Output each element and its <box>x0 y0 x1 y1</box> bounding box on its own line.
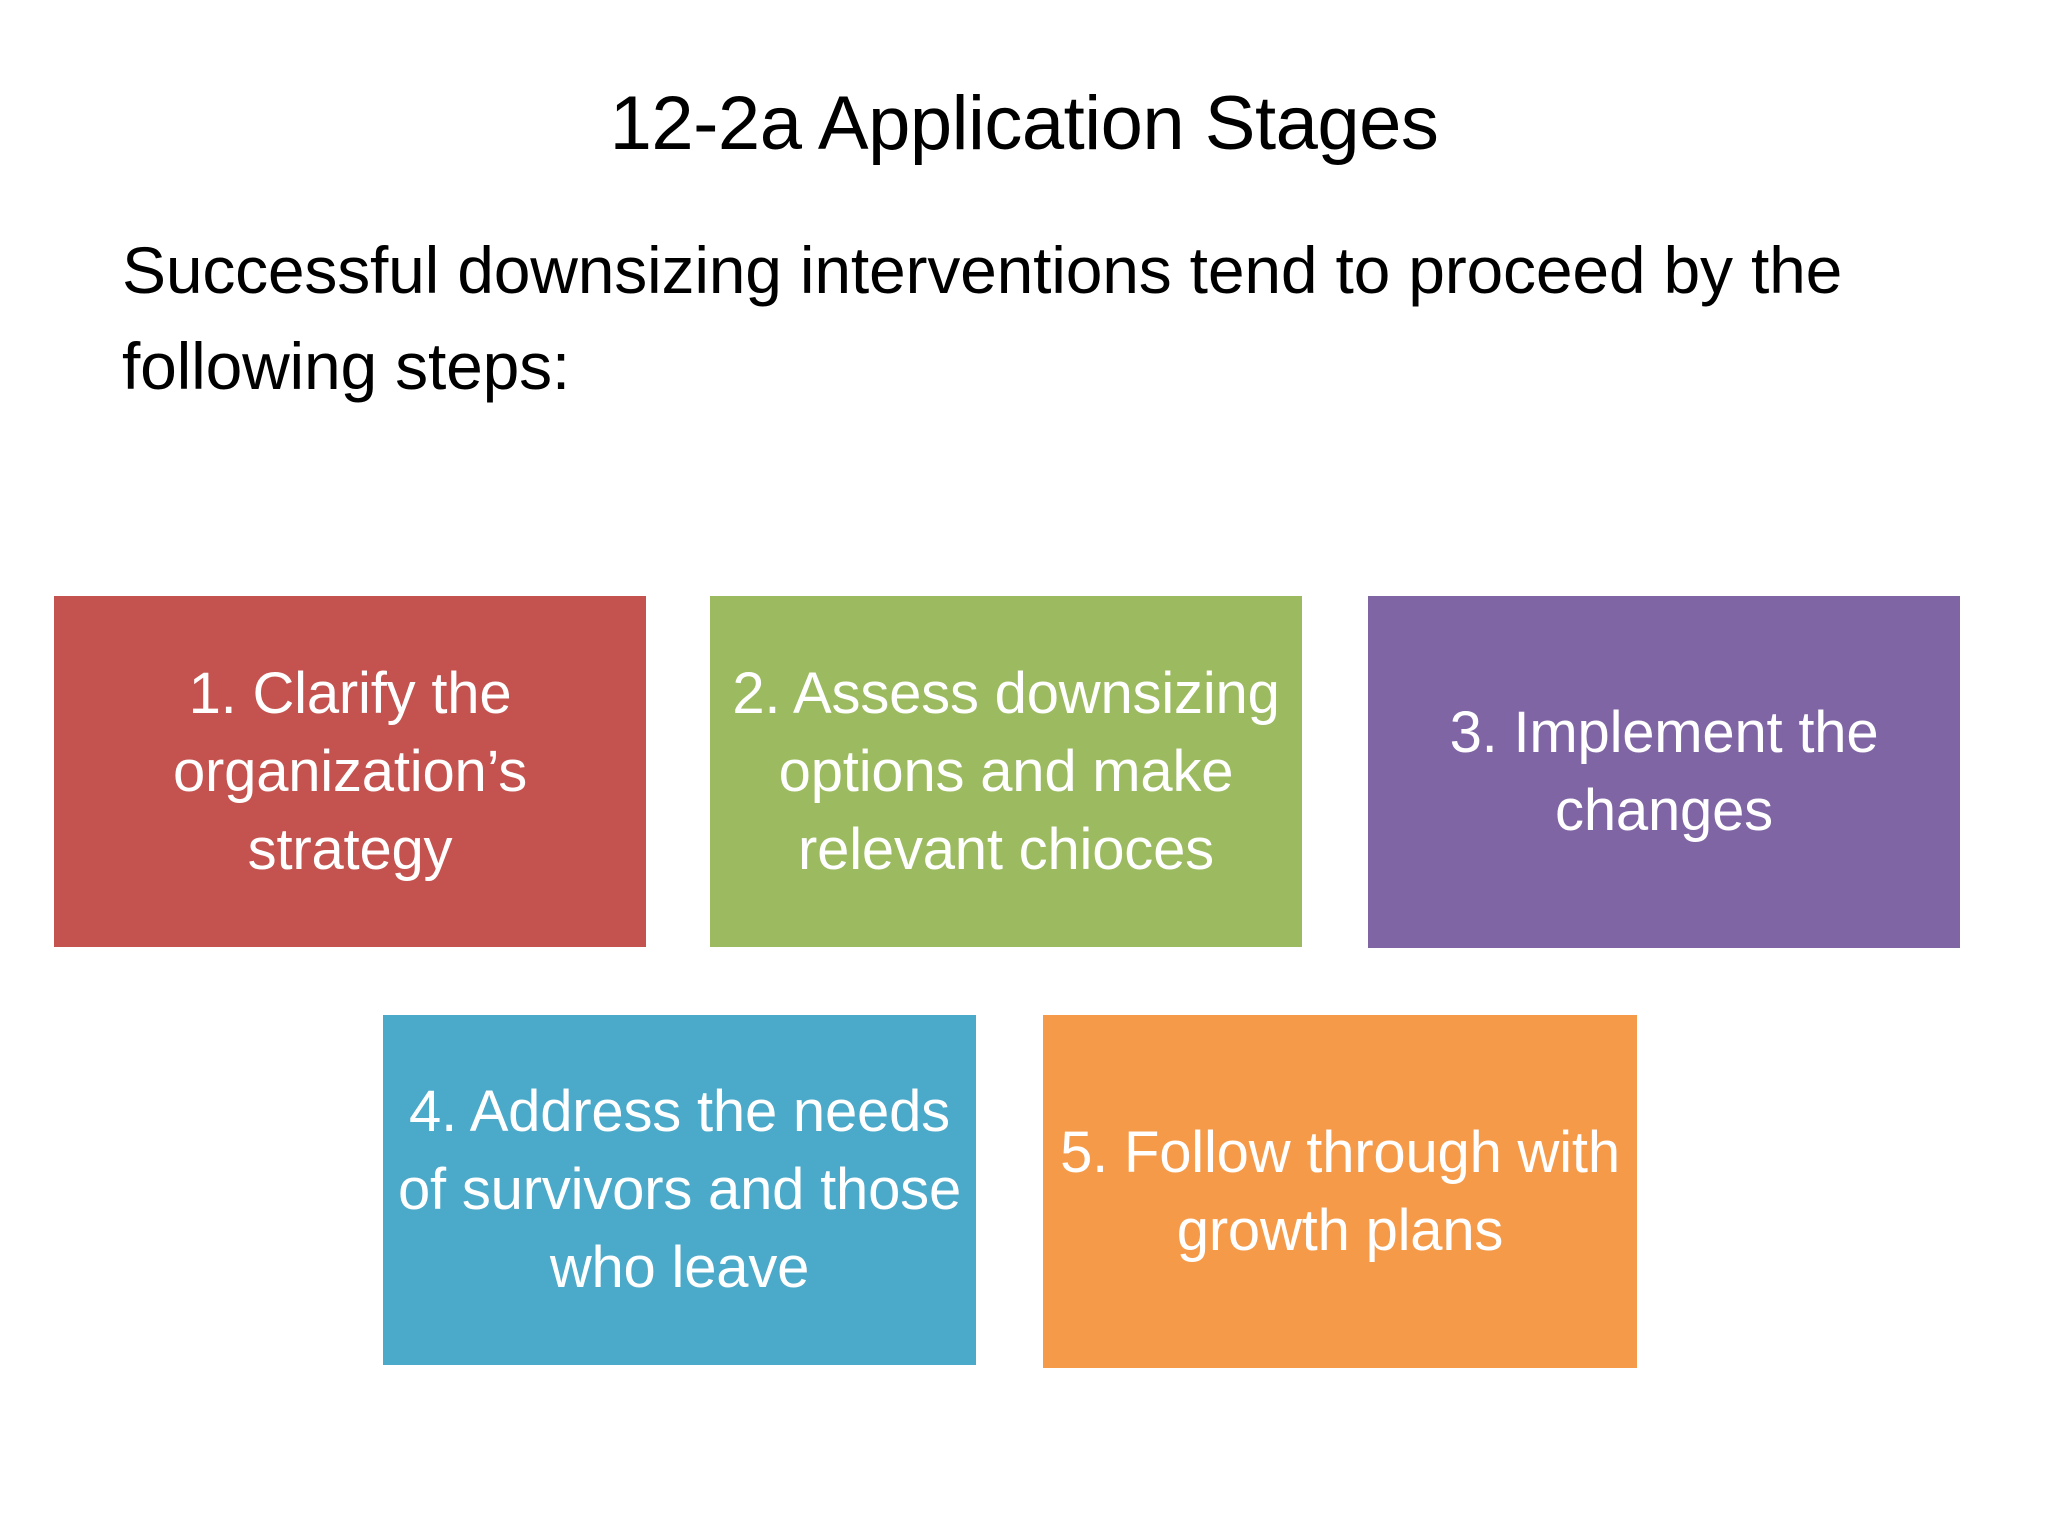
stage-box-2-label: 2. Assess downsizing options and make re… <box>732 660 1280 882</box>
stage-box-1[interactable]: 1. Clarify the organization’s strategy <box>54 596 646 947</box>
stage-box-5-label: 5. Follow through with growth plans <box>1060 1119 1620 1263</box>
stage-box-5[interactable]: 5. Follow through with growth plans <box>1043 1015 1637 1368</box>
slide-body-text: Successful downsizing interventions tend… <box>122 233 1843 403</box>
page-title: 12-2a Application Stages <box>609 81 1439 166</box>
stage-box-2[interactable]: 2. Assess downsizing options and make re… <box>710 596 1302 947</box>
stage-box-1-label: 1. Clarify the organization’s strategy <box>172 660 528 882</box>
stage-box-4-label: 4. Address the needs of survivors and th… <box>398 1079 961 1300</box>
stage-box-3[interactable]: 3. Implement the changes <box>1368 596 1960 948</box>
stage-box-3-label: 3. Implement the changes <box>1449 700 1879 843</box>
stage-box-4[interactable]: 4. Address the needs of survivors and th… <box>383 1015 976 1365</box>
